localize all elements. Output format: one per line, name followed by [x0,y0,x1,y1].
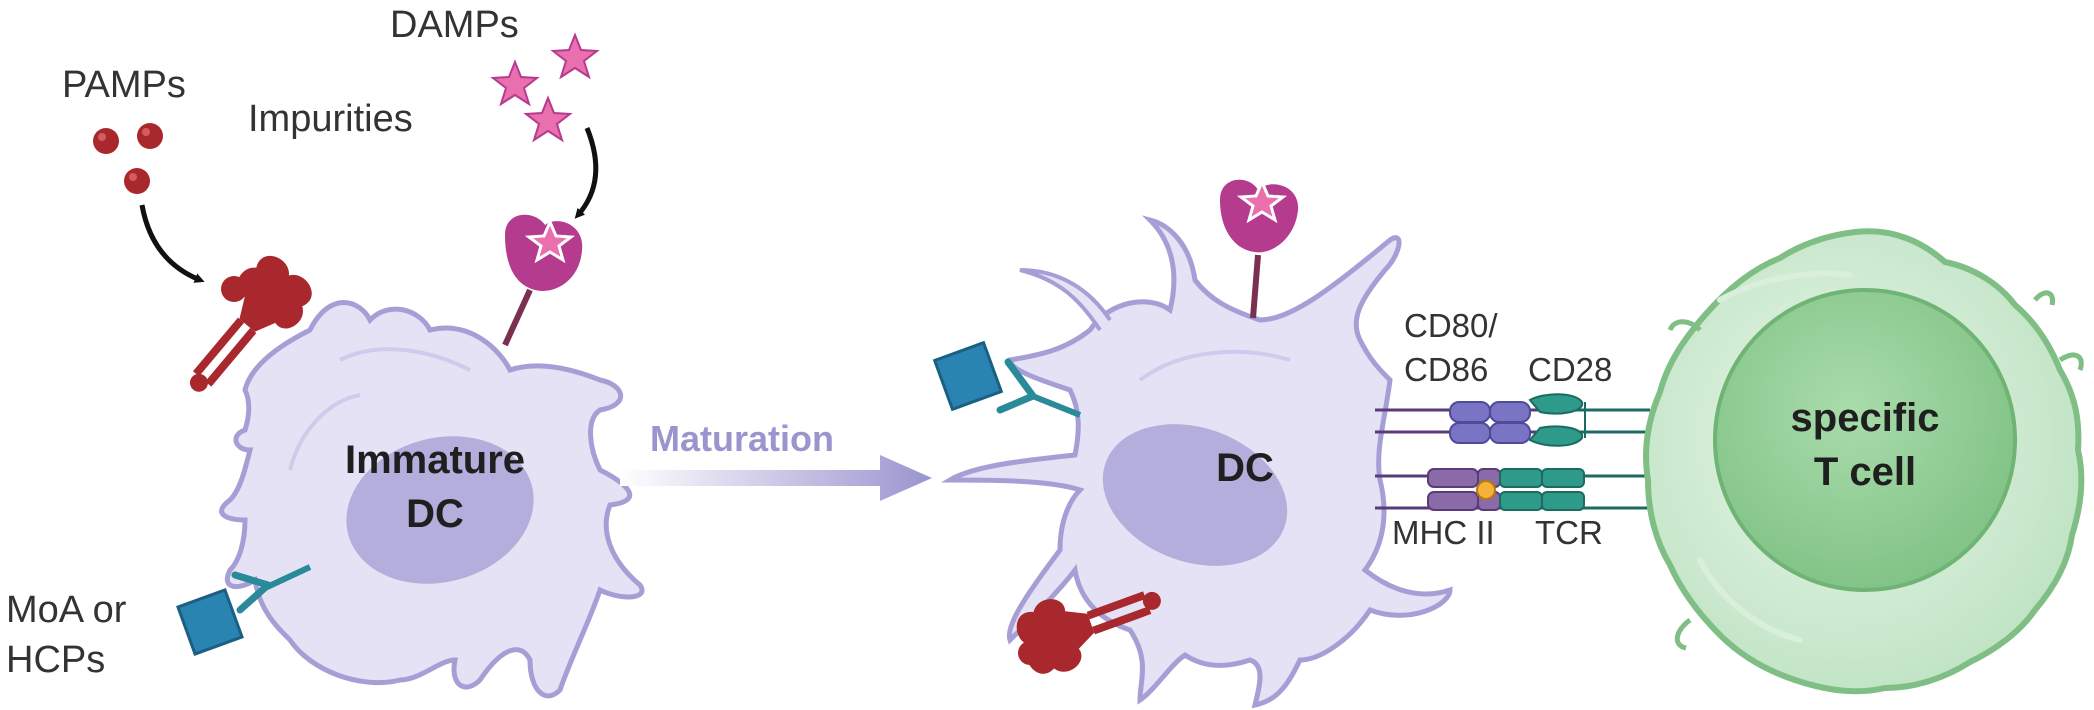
antibody-icon [996,358,1082,418]
t-cell [1643,228,2085,695]
damps-label: DAMPs [390,4,519,46]
damp-star-icon [550,32,600,80]
cd80-label-line2: CD86 [1404,351,1489,388]
pamp-particle-icon [137,123,163,149]
tcr-label: TCR [1535,514,1603,551]
damp-receptor-icon [502,214,583,347]
pamp-particle-icon [1018,641,1042,665]
pamp-particles [93,123,247,302]
impurities-label: Impurities [248,98,413,140]
pattern-receptor-icon [189,256,312,392]
t-cell-label-line1: specific [1790,396,1940,440]
immature-dc-label-line1: Immature [344,438,526,482]
immature-dc-cell [219,300,645,699]
moa-label-line1: MoA or [6,589,127,631]
mature-dc-cell [940,215,1453,709]
tcr-molecule [1499,468,1585,511]
peptide-icon [1476,480,1496,500]
damp-receptor-icon [1220,178,1299,319]
pamp-particle-icon [124,168,150,194]
immature-dc-nucleus [346,436,534,584]
cd28-label: CD28 [1528,351,1613,388]
antigen-square-icon [932,340,1004,412]
mhc-ii-molecule [1427,468,1501,511]
immature-dc-label-line2: DC [406,492,464,536]
curved-arrow-icon [139,204,205,283]
damp-stars [490,32,600,143]
mature-dc-label: DC [1216,446,1274,490]
maturation-label: Maturation [650,418,834,459]
pamps-label: PAMPs [62,64,186,106]
antigen-square-icon [176,588,244,656]
mhc-ii-label: MHC II [1392,514,1495,551]
damp-star-icon [490,59,540,107]
maturation-arrow-icon [620,455,932,501]
cd80-label-line1: CD80/ [1404,307,1498,344]
cd28-molecule [1528,393,1586,447]
t-cell-label-line2: T cell [1813,450,1917,494]
curved-arrow-icon [574,127,599,219]
antibody-icon [231,564,312,614]
mature-dc-nucleus [1102,424,1288,566]
cd80-cd86-molecule [1449,401,1531,444]
pamp-particle-icon [93,128,119,154]
damp-star-icon [523,95,573,143]
moa-label-line2: HCPs [6,639,106,681]
t-cell-nucleus [1713,288,2017,592]
